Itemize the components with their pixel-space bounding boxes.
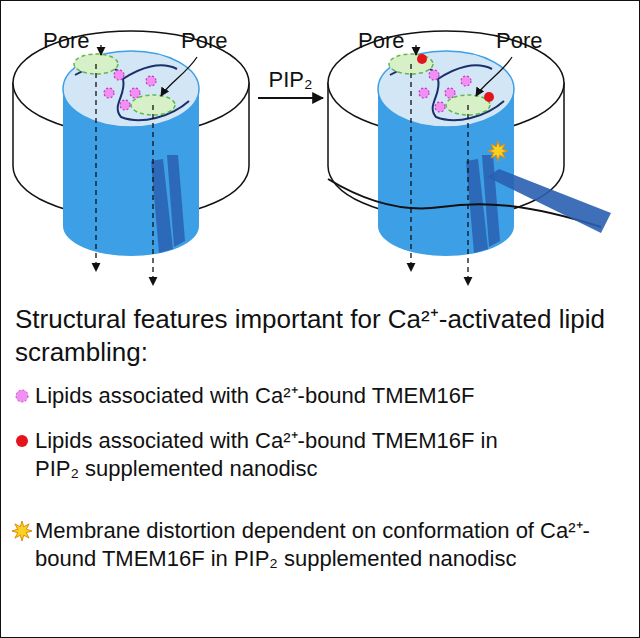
- legend-text: Lipids associated with Ca²⁺-bound TMEM16…: [35, 382, 625, 410]
- pore-label: Pore: [358, 29, 404, 53]
- distortion-sun: [488, 141, 508, 161]
- pore-label: Pore: [496, 29, 542, 53]
- nanodisc-node: Pore Pore: [328, 21, 618, 283]
- lipid-dot: [16, 435, 28, 447]
- pore-label: Pore: [181, 29, 227, 53]
- distortion-sun: [12, 521, 32, 541]
- nanodisc-node: Pore Pore: [13, 21, 253, 283]
- legend-text: Lipids associated with Ca²⁺-bound TMEM16…: [35, 427, 515, 483]
- legend-text: Membrane distortion dependent on conform…: [35, 517, 633, 573]
- lipid-dot: [16, 390, 28, 402]
- legend-heading: Structural features important for Ca²⁺-a…: [15, 303, 631, 369]
- legend-swatch: [14, 433, 30, 449]
- edge-label: PIP₂: [267, 68, 315, 92]
- reaction-arrow: [258, 97, 323, 99]
- pore-label: Pore: [43, 29, 89, 53]
- legend-swatch: [14, 388, 30, 404]
